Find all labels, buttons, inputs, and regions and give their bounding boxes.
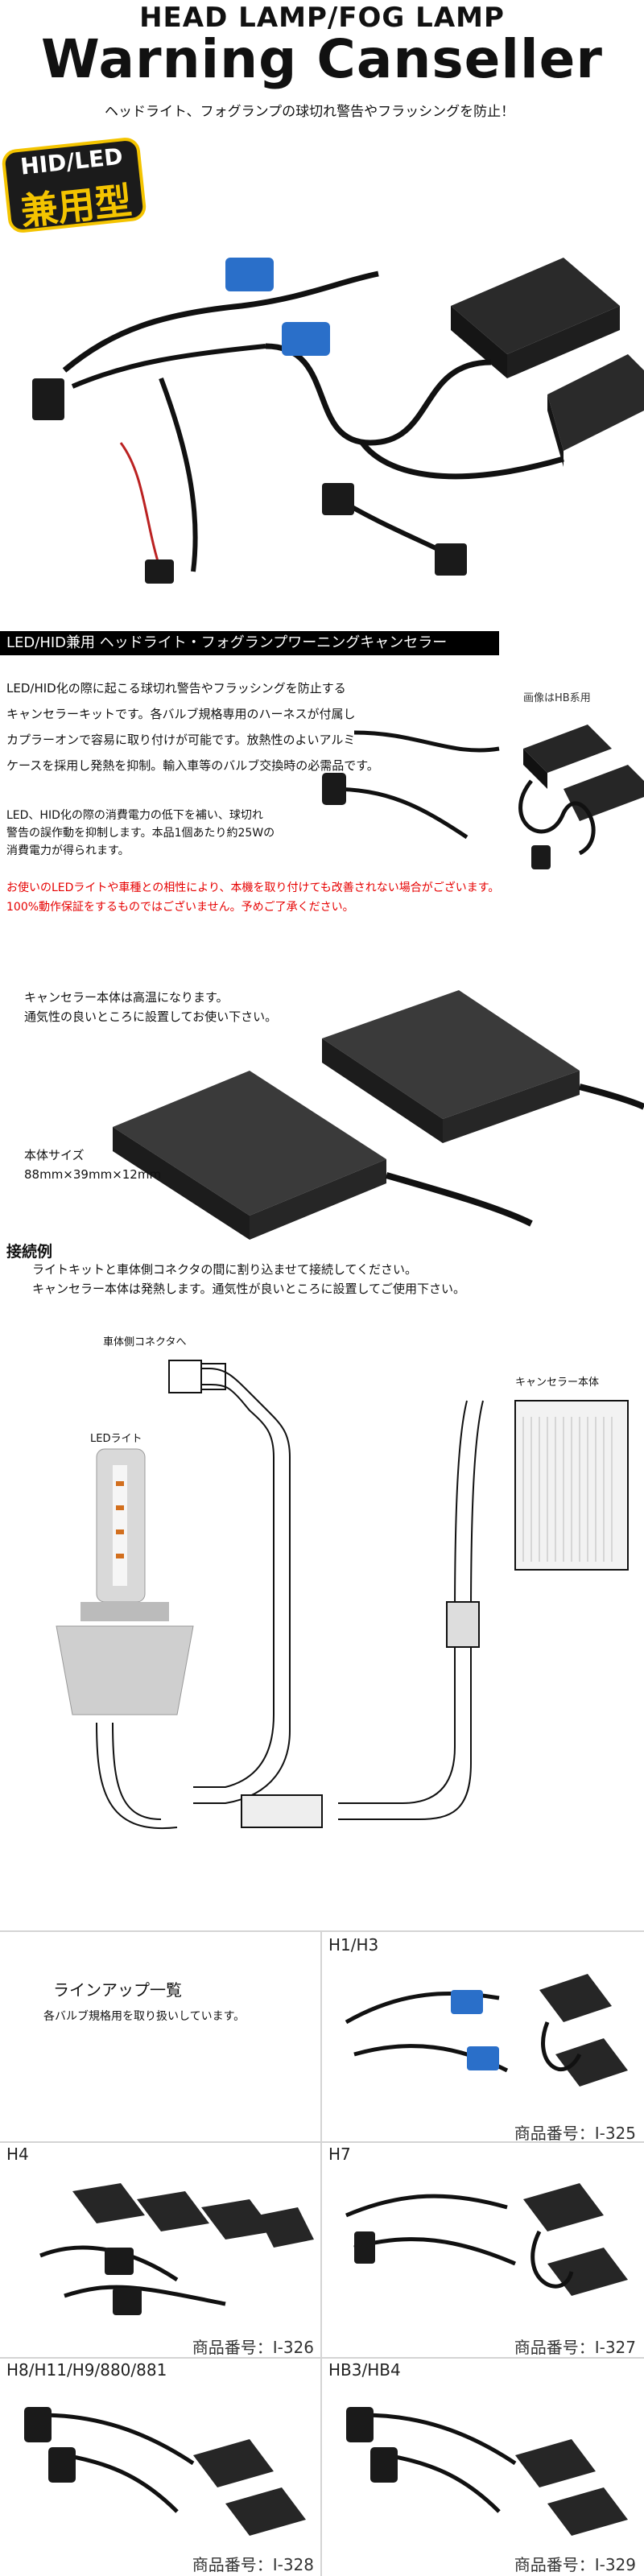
label-led: LEDライト — [90, 1433, 142, 1445]
lineup-image-h7 — [345, 2183, 628, 2296]
size-label: 本体サイズ — [24, 1148, 85, 1162]
vehicle-connector-shape — [168, 1360, 202, 1393]
lineup-image-h8 — [24, 2407, 306, 2536]
lineup-divider — [320, 1932, 322, 2576]
intro-line-2: キャンセラーキットです。各バルブ規格専用のハーネスが付属し — [6, 707, 356, 721]
closeup-note-2: 通気性の良いところに設置してお使い下さい。 — [24, 1009, 278, 1024]
intro-line-1: LED/HID化の際に起こる球切れ警告やフラッシングを防止する — [6, 681, 346, 696]
hero-tagline: ヘッドライト、フォグランプの球切れ警告やフラッシングを防止！ — [105, 104, 515, 120]
lineup-item-product-no: 商品番号：I-326 — [192, 2338, 314, 2357]
connection-line-1: ライトキットと車体側コネクタの間に割り込ませて接続してください。 — [32, 1262, 418, 1277]
plug-image — [145, 559, 174, 584]
lineup-subtitle: 各バルブ規格用を取り扱いしています。 — [43, 2010, 246, 2023]
lineup-item-name: HB3/HB4 — [328, 2360, 401, 2380]
connection-line-2: キャンセラー本体は発熱します。通気性が良いところに設置してご使用下さい。 — [32, 1282, 466, 1296]
plug-image — [435, 543, 467, 576]
lineup-item-product-no: 商品番号：I-325 — [514, 2124, 636, 2143]
intro2-line-1: LED、HID化の際の消費電力の低下を補い、球切れ — [6, 809, 263, 822]
hero-product-image — [32, 258, 644, 584]
canceller-closeup-image — [113, 990, 644, 1240]
closeup-note-1: キャンセラー本体は高温になります。 — [24, 990, 229, 1005]
lineup-image-h1h3 — [345, 1974, 628, 2087]
lineup-item-name: H7 — [328, 2145, 351, 2164]
blue-connector-image — [225, 258, 274, 291]
connection-diagram — [56, 1360, 629, 1830]
hero-title: Warning Canseller — [41, 28, 603, 90]
hero-subtitle: HEAD LAMP/FOG LAMP — [139, 2, 505, 34]
intro-line-4: ケースを採用し発熱を抑制。輸入車等のバルブ交換時の必需品です。 — [6, 758, 379, 773]
connection-heading: 接続例 — [6, 1243, 53, 1261]
lineup-divider — [0, 1930, 644, 1932]
lineup-item-product-no: 商品番号：I-329 — [514, 2555, 636, 2574]
intro-title-bar: LED/HID兼用 ヘッドライト・フォグランプワーニングキャンセラー — [0, 631, 499, 655]
plug-image — [32, 378, 64, 420]
lineup-divider — [0, 2141, 644, 2143]
lineup-item-name: H8/H11/H9/880/881 — [6, 2360, 167, 2380]
lineup-divider — [0, 2357, 644, 2359]
warning-line-2: 100%動作保証をするものではございません。予めご了承ください。 — [6, 901, 354, 914]
lineup-item-name: H1/H3 — [328, 1935, 379, 1955]
label-canceller: キャンセラー本体 — [515, 1377, 600, 1389]
lineup-item-product-no: 商品番号：I-327 — [514, 2338, 636, 2357]
lineup-image-h4 — [39, 2183, 314, 2315]
intro-line-3: カプラーオンで容易に取り付けが可能です。放熱性のよいアルミ — [6, 733, 356, 747]
canceller-box-image — [451, 258, 620, 378]
intro-product-image — [322, 724, 644, 869]
size-value: 88mm×39mm×12mm — [24, 1167, 162, 1182]
intro2-line-2: 警告の誤作動を抑制します。本品1個あたり約25Wの — [6, 827, 275, 840]
label-vehicle-connector: 車体側コネクタへ — [103, 1336, 187, 1348]
plug-image — [322, 483, 354, 515]
lineup-item-product-no: 商品番号：I-328 — [192, 2555, 314, 2574]
blue-connector-image — [282, 322, 330, 356]
canceller-box-image — [547, 354, 644, 467]
warning-line-1: お使いのLEDライトや車種との相性により、本機を取り付けても改善されない場合がご… — [6, 881, 500, 894]
intro2-line-3: 消費電力が得られます。 — [6, 844, 130, 857]
image-note: 画像はHB系用 — [523, 692, 591, 704]
led-bulb-shape — [56, 1448, 194, 1715]
lineup-image-hb3hb4 — [346, 2407, 628, 2536]
lineup-item-name: H4 — [6, 2145, 29, 2164]
lineup-title: ラインアップ一覧 — [53, 1980, 182, 2000]
